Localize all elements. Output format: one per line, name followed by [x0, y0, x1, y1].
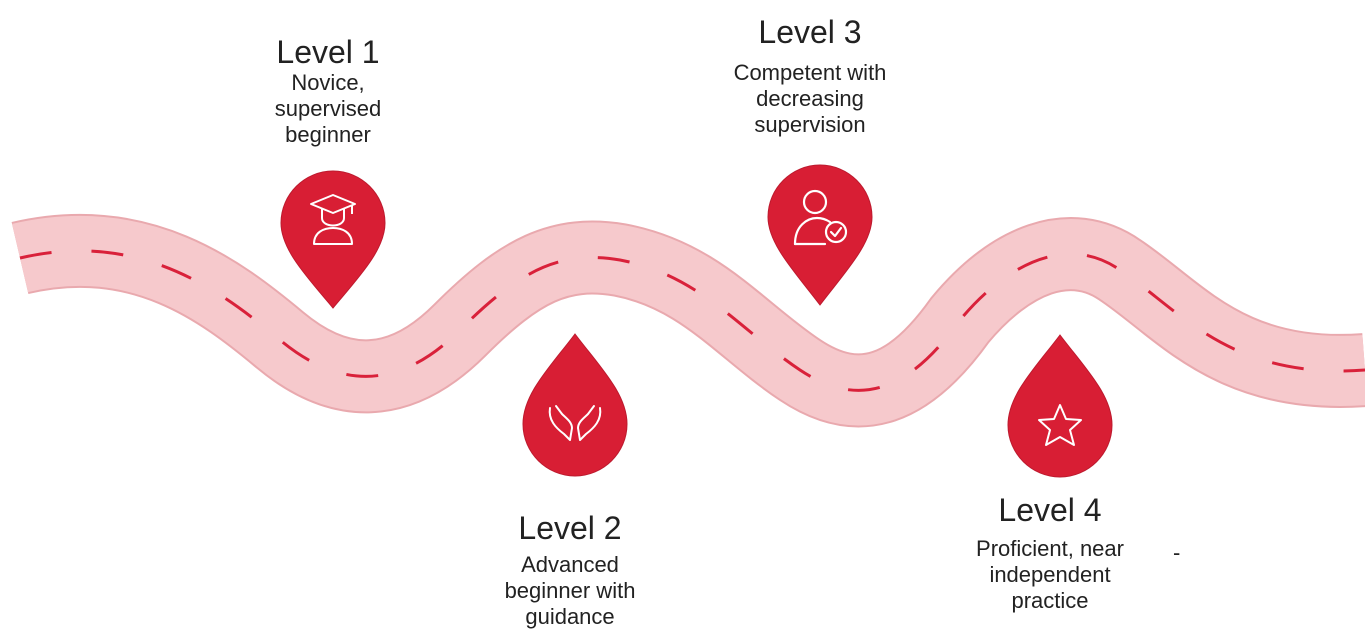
level-2-desc-line-1: Advanced: [521, 552, 619, 577]
level-4-label: Level 4 Proficient, near independent pra…: [935, 492, 1165, 614]
level-1-desc-line-3: beginner: [285, 122, 371, 147]
level-2-desc-line-2: beginner with: [504, 578, 636, 603]
level-1-desc-line-1: Novice,: [291, 70, 365, 95]
level-4-desc-line-3: practice: [1011, 588, 1089, 613]
level-4-desc-line-1: Proficient, near: [976, 536, 1124, 561]
star-icon: [1038, 404, 1082, 446]
graduate-icon: [310, 194, 356, 245]
level-3-label: Level 3 Competent with decreasing superv…: [695, 14, 925, 138]
open-hands-icon: [548, 405, 602, 441]
level-1-label: Level 1 Novice, supervised beginner: [228, 34, 428, 148]
user-check-icon: [793, 189, 848, 246]
level-2-title: Level 2: [518, 510, 622, 546]
road-fill: [12, 215, 1365, 426]
level-3-desc-line-2: decreasing: [756, 86, 864, 111]
level-1-pin: [278, 168, 388, 328]
level-2-desc-line-3: guidance: [525, 604, 615, 629]
level-3-desc-line-1: Competent with: [733, 60, 887, 85]
level-3-desc-line-3: supervision: [754, 112, 866, 137]
level-3-title: Level 3: [758, 14, 862, 50]
level-4-pin: [1005, 333, 1115, 493]
level-3-pin: [765, 162, 875, 322]
stray-dash-text: -: [1173, 540, 1181, 565]
level-4-desc-line-2: independent: [989, 562, 1111, 587]
level-2-label: Level 2 Advanced beginner with guidance: [460, 510, 680, 630]
level-1-title: Level 1: [276, 34, 380, 70]
level-4-title: Level 4: [998, 492, 1102, 528]
level-2-pin: [520, 332, 630, 492]
level-1-desc-line-2: supervised: [274, 96, 382, 121]
